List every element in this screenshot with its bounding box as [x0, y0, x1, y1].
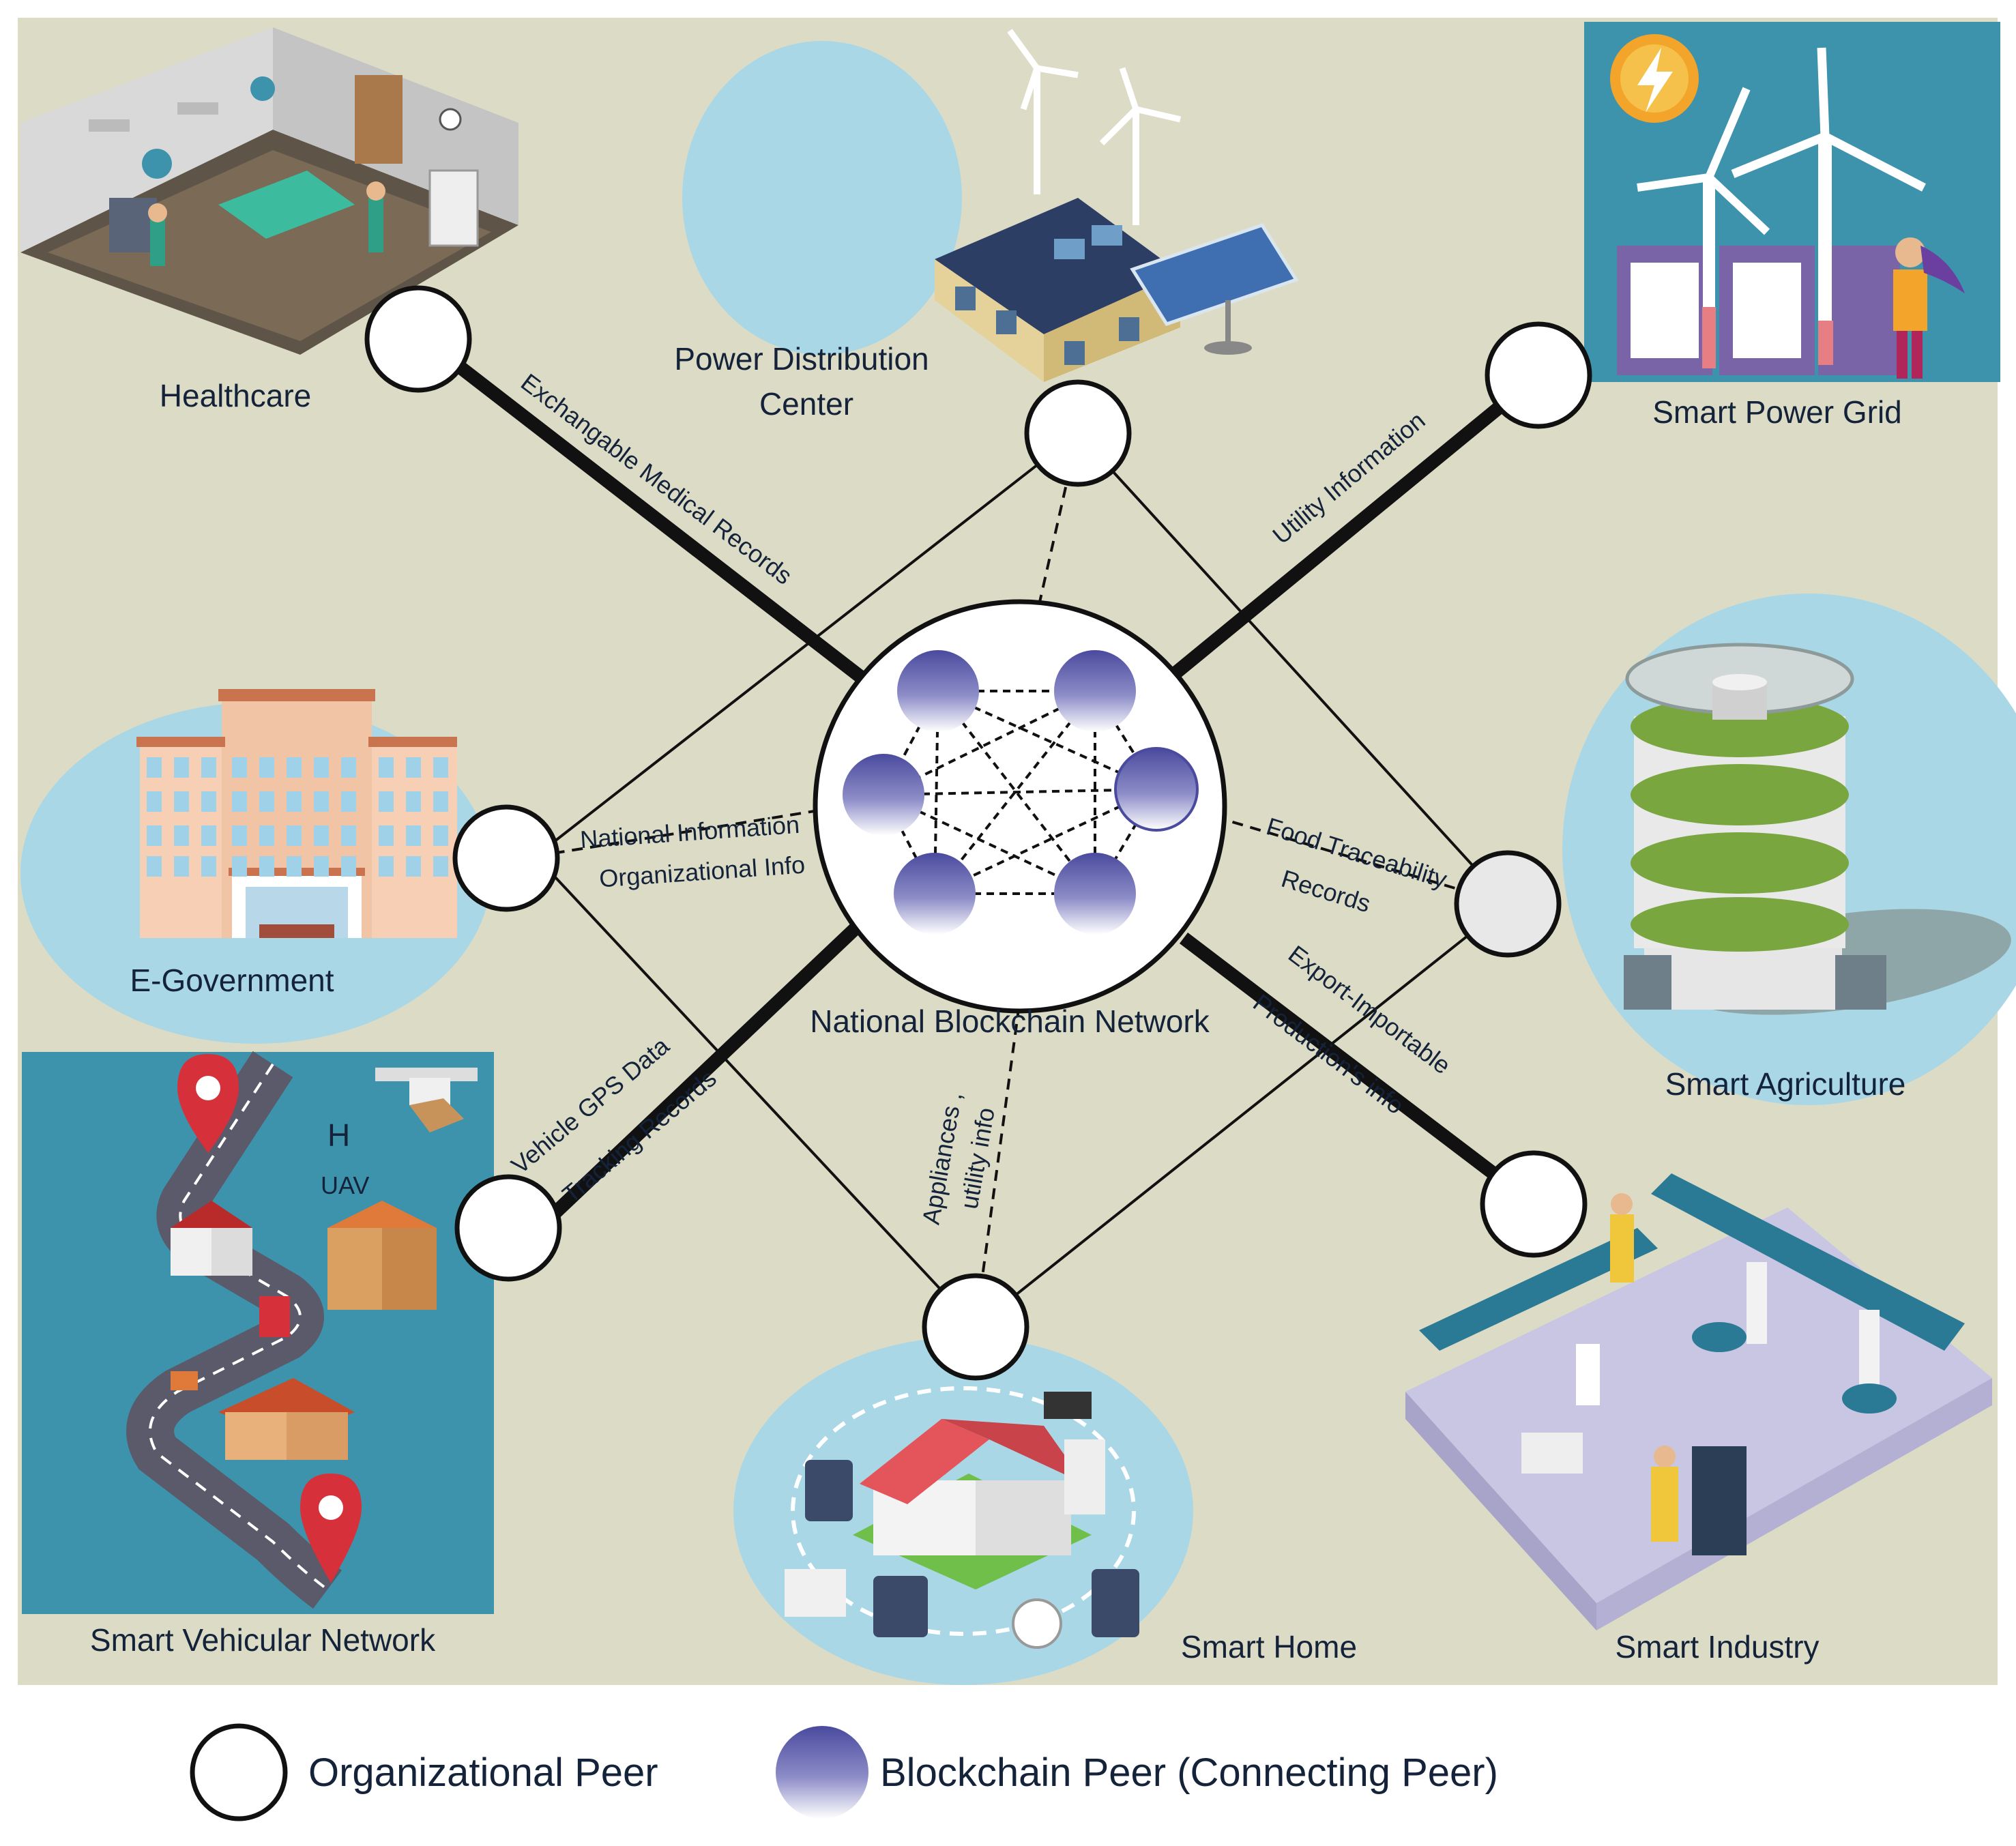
blockchain-peer	[843, 754, 924, 836]
edge-vehicular-hub	[531, 919, 864, 1237]
window	[201, 791, 216, 812]
blockchain-peer	[1054, 650, 1136, 732]
window	[406, 791, 421, 812]
window	[341, 825, 356, 846]
window	[147, 856, 162, 877]
blockchain-peer	[894, 853, 976, 935]
blockchain-peer	[897, 650, 979, 732]
window	[174, 757, 189, 778]
window	[287, 856, 302, 877]
window	[379, 825, 394, 846]
window	[406, 856, 421, 877]
peer-smart-home	[922, 1273, 1029, 1381]
window	[379, 757, 394, 778]
window	[406, 825, 421, 846]
window	[379, 856, 394, 877]
window	[314, 791, 329, 812]
peer-smart-vehicular	[454, 1174, 562, 1282]
window	[314, 825, 329, 846]
label-power-distribution-line1: Power Distribution	[674, 341, 929, 377]
window	[147, 825, 162, 846]
smart-house-appliances-illustration	[733, 1337, 1193, 1685]
legend-organizational-peer-swatch	[190, 1723, 288, 1821]
label-smart-power-grid: Smart Power Grid	[1652, 394, 1902, 430]
window	[201, 825, 216, 846]
label-power-distribution-line2: Center	[759, 386, 853, 422]
label-smart-home: Smart Home	[1181, 1629, 1357, 1665]
government-building-illustration	[20, 689, 491, 1044]
helipad-h-glyph: H	[327, 1117, 350, 1153]
edge-powerdist-agri	[1077, 432, 1509, 905]
uav-glyph: UAV	[321, 1171, 369, 1199]
solar-house-wind-turbine-illustration	[682, 29, 1299, 382]
edge-healthcare-hub	[422, 336, 868, 684]
peer-smart-power-grid	[1485, 321, 1592, 429]
vertical-farm-tower-illustration	[1562, 594, 2016, 1105]
window	[147, 791, 162, 812]
legend: Organizational Peer Blockchain Peer (Con…	[190, 1723, 1498, 1821]
window	[259, 825, 274, 846]
label-healthcare: Healthcare	[160, 378, 311, 413]
label-smart-vehicular: Smart Vehicular Network	[90, 1622, 436, 1658]
window	[433, 856, 448, 877]
legend-blockchain-peer-label: Blockchain Peer (Connecting Peer)	[880, 1750, 1498, 1795]
edge-egov-home	[534, 855, 977, 1328]
window	[287, 791, 302, 812]
peer-smart-agriculture	[1454, 850, 1562, 958]
edge-agri-hub	[1221, 817, 1508, 905]
window	[341, 757, 356, 778]
window	[174, 856, 189, 877]
window	[201, 856, 216, 877]
window	[174, 825, 189, 846]
node-labels: Healthcare Power Distribution Center Sma…	[90, 341, 1905, 1665]
window	[259, 791, 274, 812]
national-blockchain-network-hub	[813, 599, 1227, 1014]
legend-blockchain-peer-swatch	[776, 1726, 868, 1819]
window	[287, 757, 302, 778]
edge-powergrid-hub	[1172, 370, 1543, 677]
window	[433, 825, 448, 846]
window	[433, 757, 448, 778]
window	[314, 856, 329, 877]
window	[341, 856, 356, 877]
window	[314, 757, 329, 778]
peer-power-distribution	[1024, 379, 1132, 487]
window	[232, 791, 247, 812]
blockchain-peer	[1114, 747, 1199, 832]
peer-e-government	[452, 804, 560, 912]
legend-organizational-peer-label: Organizational Peer	[308, 1750, 658, 1795]
window	[147, 757, 162, 778]
window	[341, 791, 356, 812]
edge-industry-hub	[1179, 933, 1538, 1210]
building-windows	[147, 757, 448, 877]
window	[232, 856, 247, 877]
edges	[422, 336, 1543, 1328]
label-e-government: E-Government	[130, 963, 334, 998]
window	[232, 757, 247, 778]
window	[174, 791, 189, 812]
window	[232, 825, 247, 846]
robotic-factory-illustration	[1405, 1173, 1992, 1630]
window	[259, 757, 274, 778]
window	[433, 791, 448, 812]
city-road-map-illustration: H UAV	[22, 1051, 494, 1614]
window	[201, 757, 216, 778]
blockchain-peer	[1054, 853, 1136, 935]
label-smart-industry: Smart Industry	[1615, 1629, 1819, 1665]
edge-powerdist-egov	[534, 432, 1079, 858]
edge-powerdist-hub	[1036, 433, 1079, 615]
peer-healthcare	[364, 285, 472, 393]
label-hub: National Blockchain Network	[810, 1003, 1210, 1039]
window	[406, 757, 421, 778]
edge-agri-home	[974, 903, 1509, 1328]
organizational-peers	[364, 285, 1592, 1381]
peer-smart-industry	[1480, 1150, 1588, 1258]
window	[287, 825, 302, 846]
window	[379, 791, 394, 812]
label-smart-agriculture: Smart Agriculture	[1665, 1066, 1906, 1102]
wind-turbine-battery-illustration	[1584, 22, 2000, 382]
window	[259, 856, 274, 877]
